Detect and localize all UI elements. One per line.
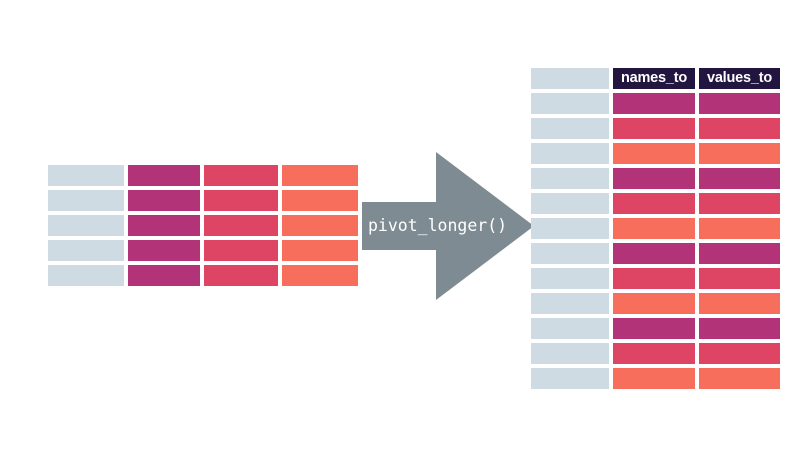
table-cell bbox=[531, 368, 609, 389]
column-header-names_to: names_to bbox=[613, 68, 695, 89]
table-cell bbox=[128, 265, 200, 286]
table-row bbox=[531, 293, 780, 314]
table-cell bbox=[531, 193, 609, 214]
table-row bbox=[531, 268, 780, 289]
table-cell bbox=[613, 168, 695, 189]
table-cell bbox=[128, 240, 200, 261]
table-cell bbox=[128, 215, 200, 236]
table-cell bbox=[531, 343, 609, 364]
table-cell bbox=[531, 293, 609, 314]
table-cell bbox=[699, 243, 780, 264]
table-cell bbox=[531, 93, 609, 114]
table-row bbox=[48, 215, 358, 236]
table-cell bbox=[613, 368, 695, 389]
table-cell bbox=[613, 143, 695, 164]
table-cell bbox=[613, 268, 695, 289]
table-cell bbox=[48, 265, 124, 286]
table-cell bbox=[531, 118, 609, 139]
table-row bbox=[531, 93, 780, 114]
table-cell bbox=[699, 118, 780, 139]
table-cell bbox=[699, 168, 780, 189]
table-row bbox=[48, 240, 358, 261]
table-row bbox=[531, 368, 780, 389]
table-cell bbox=[699, 268, 780, 289]
table-cell bbox=[699, 193, 780, 214]
table-cell bbox=[699, 343, 780, 364]
table-row bbox=[531, 243, 780, 264]
table-cell bbox=[204, 240, 278, 261]
table-cell bbox=[699, 368, 780, 389]
table-cell bbox=[699, 293, 780, 314]
table-cell bbox=[531, 168, 609, 189]
table-cell bbox=[699, 318, 780, 339]
table-row bbox=[531, 143, 780, 164]
table-row bbox=[48, 190, 358, 211]
table-cell bbox=[48, 190, 124, 211]
table-cell bbox=[282, 240, 358, 261]
table-row bbox=[531, 218, 780, 239]
table-row bbox=[48, 165, 358, 186]
table-cell bbox=[613, 93, 695, 114]
table-cell bbox=[128, 165, 200, 186]
table-cell bbox=[613, 193, 695, 214]
table-cell bbox=[48, 240, 124, 261]
table-cell bbox=[531, 318, 609, 339]
wide-table bbox=[48, 165, 358, 286]
table-cell bbox=[531, 143, 609, 164]
table-cell bbox=[531, 218, 609, 239]
table-cell bbox=[699, 218, 780, 239]
table-cell bbox=[282, 265, 358, 286]
table-cell bbox=[613, 243, 695, 264]
table-row bbox=[531, 118, 780, 139]
table-row bbox=[531, 168, 780, 189]
table-row bbox=[531, 343, 780, 364]
arrow-shape bbox=[362, 152, 534, 300]
table-row bbox=[531, 193, 780, 214]
table-cell bbox=[613, 343, 695, 364]
pivot-arrow bbox=[362, 152, 534, 300]
table-cell bbox=[531, 243, 609, 264]
table-cell bbox=[204, 265, 278, 286]
table-cell bbox=[204, 215, 278, 236]
table-cell bbox=[128, 190, 200, 211]
table-cell bbox=[531, 268, 609, 289]
table-cell bbox=[282, 165, 358, 186]
table-cell bbox=[48, 165, 124, 186]
table-cell bbox=[699, 93, 780, 114]
column-header-key bbox=[531, 68, 609, 89]
table-row bbox=[48, 265, 358, 286]
arrow-polygon bbox=[362, 152, 534, 300]
table-cell bbox=[613, 218, 695, 239]
column-header-values_to: values_to bbox=[699, 68, 780, 89]
table-cell bbox=[699, 143, 780, 164]
table-row bbox=[531, 318, 780, 339]
table-cell bbox=[613, 293, 695, 314]
table-cell bbox=[282, 215, 358, 236]
table-cell bbox=[282, 190, 358, 211]
table-cell bbox=[613, 318, 695, 339]
table-cell bbox=[204, 190, 278, 211]
table-cell bbox=[48, 215, 124, 236]
table-cell bbox=[613, 118, 695, 139]
table-cell bbox=[204, 165, 278, 186]
